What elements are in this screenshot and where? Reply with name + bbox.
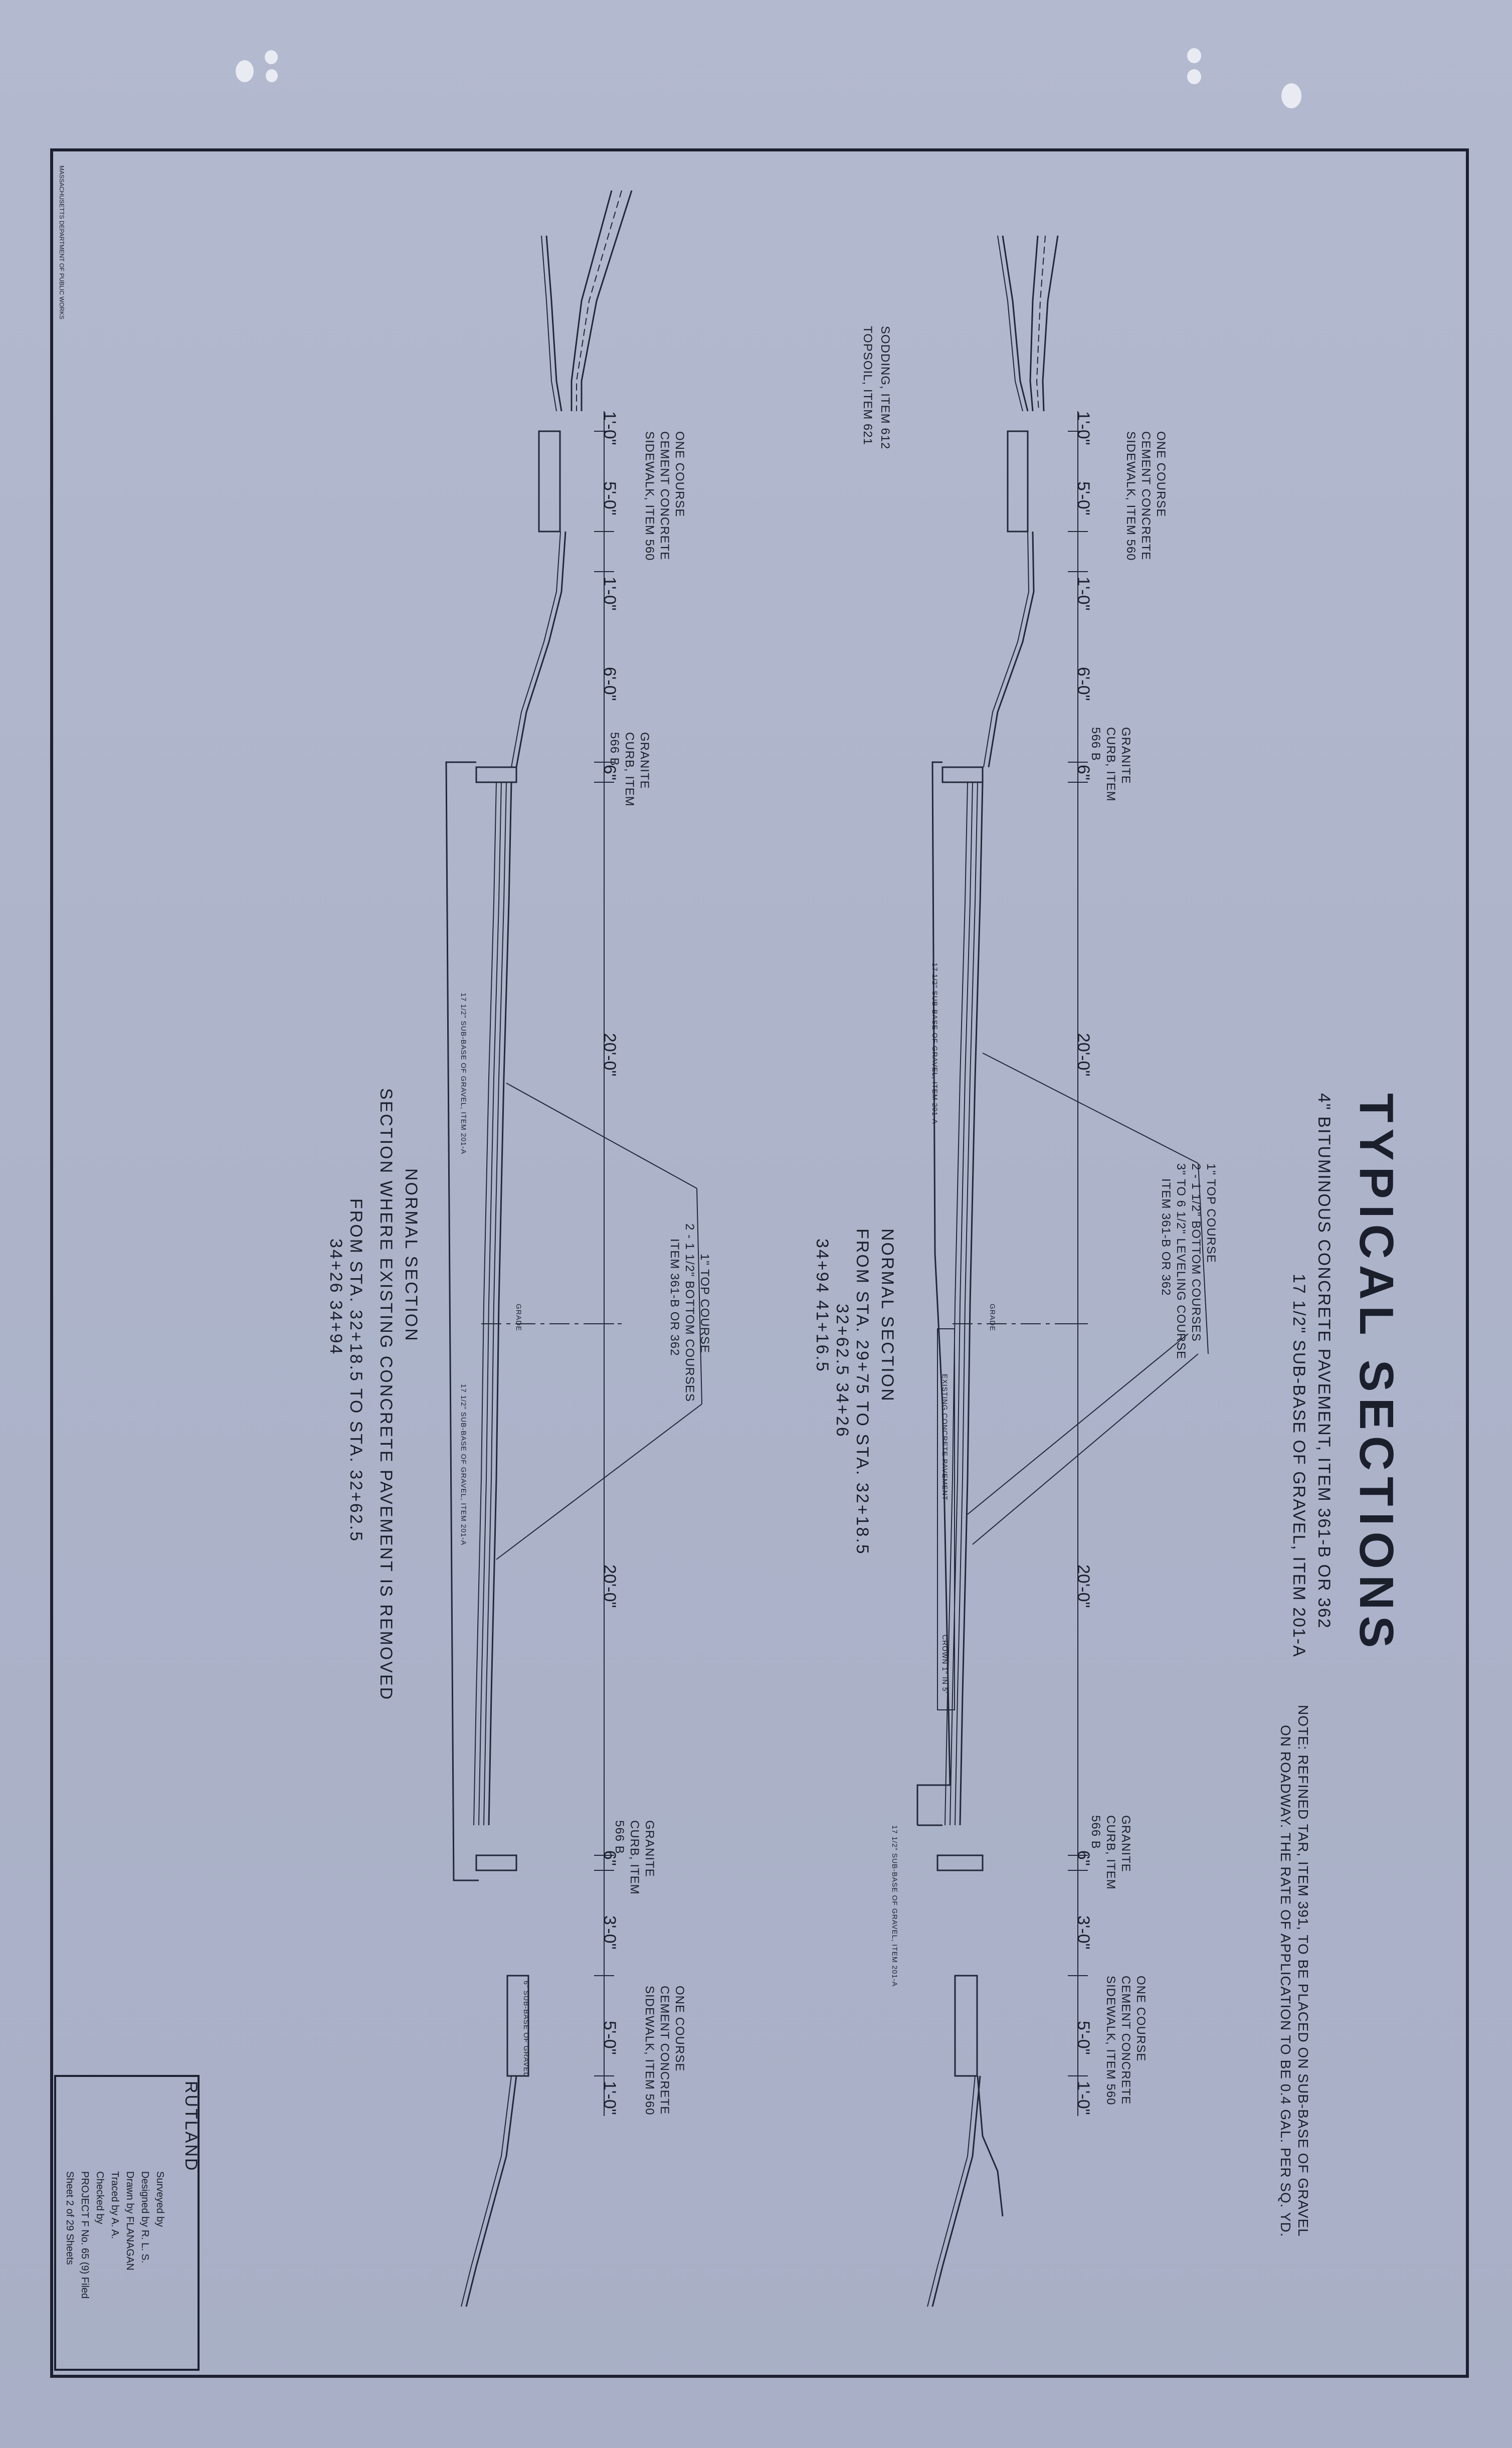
section-b-dim: 5'-0" — [600, 481, 619, 515]
section-a-curb-bottom-label: GRANITE CURB, ITEM 566 B — [1089, 1815, 1132, 1890]
section-b-dim: 5'-0" — [600, 2021, 619, 2055]
section-b-topsoil-label: TOPSOIL, ITEM 621 — [861, 326, 874, 445]
punch-hole — [1187, 69, 1201, 84]
section-b-sidewalk-bottom-label: ONE COURSE CEMENT CONCRETE SIDEWALK, ITE… — [643, 1986, 686, 2116]
section-b-dimension-line — [594, 411, 614, 2116]
title-block-row: Checked by — [94, 2171, 105, 2224]
section-a-dim: 20'-0" — [1074, 1564, 1093, 1608]
drawing-border — [50, 148, 1469, 2378]
section-a-bottom-courses-label: 2 - 1 1/2" BOTTOM COURSES — [1189, 1163, 1203, 1342]
section-a-subbase-right-label: 17 1/2" SUB-BASE OF GRAVEL, ITEM 201-A — [891, 1825, 899, 1987]
section-b-station-1: FROM STA. 32+18.5 TO STA. 32+62.5 — [346, 1198, 365, 1543]
section-a-dim: 6" — [1074, 1850, 1093, 1866]
section-a-surface — [916, 235, 1209, 2307]
section-a-station-1: FROM STA. 29+75 TO STA. 32+18.5 — [853, 1229, 872, 1555]
punch-hole — [1187, 48, 1201, 63]
section-b-items-label: ITEM 361-B OR 362 — [668, 1239, 681, 1356]
section-b-heading: NORMAL SECTION — [402, 1168, 421, 1342]
drawing-subtitle-1: 4" BITUMINOUS CONCRETE PAVEMENT, ITEM 36… — [1314, 1093, 1334, 1629]
section-b-grade-label: GRADE — [515, 1304, 523, 1331]
section-b-dim: 6" — [600, 765, 619, 780]
section-a-subbase-left-label: 17 1/2" SUB-BASE OF GRAVEL, ITEM 201-A — [931, 963, 939, 1125]
section-a-heading: NORMAL SECTION — [878, 1229, 897, 1403]
section-a-dim: 1'-0" — [1074, 411, 1093, 445]
section-a-sidewalk-bottom-label: ONE COURSE CEMENT CONCRETE SIDEWALK, ITE… — [1104, 1976, 1148, 2106]
section-a-dim: 20'-0" — [1074, 1033, 1093, 1077]
section-a-existing-label: EXISTING CONCRETE PAVEMENT — [941, 1374, 949, 1501]
section-a-station-3: 34+94 41+16.5 — [813, 1239, 832, 1373]
section-a-station-2: 32+62.5 34+26 — [833, 1304, 852, 1438]
section-a-leveling-label: 3" TO 6 1/2" LEVELING COURSE — [1174, 1163, 1188, 1359]
section-a-curb-top-label: GRANITE CURB, ITEM 566 B — [1089, 727, 1132, 802]
title-block-row: Drawn by FLANAGAN — [124, 2171, 135, 2270]
section-a-dimension-line — [1068, 411, 1088, 2116]
section-b-surface — [445, 190, 702, 2307]
section-b-dim: 1'-0" — [600, 577, 619, 611]
punch-hole — [1281, 83, 1301, 108]
section-b-station-2: 34+26 34+94 — [326, 1239, 345, 1356]
title-block-row: Designed by R. L. S. — [139, 2171, 150, 2263]
drawing-note-2: ON ROADWAY. THE RATE OF APPLICATION TO B… — [1278, 1725, 1293, 2237]
section-b-sidewalk-top-label: ONE COURSE CEMENT CONCRETE SIDEWALK, ITE… — [643, 431, 686, 561]
title-block-town: RUTLAND — [181, 2081, 201, 2172]
section-a-dim: 6" — [1074, 765, 1093, 780]
title-block-row: Surveyed by — [154, 2171, 165, 2227]
section-b-gravel-walk-label: 6" SUB-BASE OF GRAVEL — [522, 1981, 530, 2077]
section-a-crown-label: CROWN 1" IN 5' — [941, 1635, 949, 1694]
section-b-dim: 1'-0" — [600, 411, 619, 445]
section-b-subbase-right-label: 17 1/2" SUB-BASE OF GRAVEL, ITEM 201-A — [460, 1384, 468, 1546]
section-b-top-course-label: 1" TOP COURSE — [698, 1254, 711, 1353]
section-b-dim: 3'-0" — [600, 1915, 619, 1950]
punch-hole — [266, 69, 278, 82]
section-b-heading-2: SECTION WHERE EXISTING CONCRETE PAVEMENT… — [376, 1088, 396, 1701]
title-block — [54, 2075, 200, 2371]
title-block-row: Sheet 2 of 29 Sheets — [64, 2171, 75, 2265]
section-b-subbase-left-label: 17 1/2" SUB-BASE OF GRAVEL, ITEM 201-A — [460, 993, 468, 1155]
title-block-row: Traced by A. A. — [109, 2171, 120, 2239]
section-b-bottom-courses-label: 2 - 1 1/2" BOTTOM COURSES — [683, 1223, 696, 1402]
section-b-sodding-label: SODDING, ITEM 612 — [878, 326, 892, 450]
section-a-dim: 1'-0" — [1074, 577, 1093, 611]
section-a-sidewalk-top-label: ONE COURSE CEMENT CONCRETE SIDEWALK, ITE… — [1124, 431, 1168, 561]
section-a-grade-label: GRADE — [989, 1304, 997, 1331]
section-b-dim: 6'-0" — [600, 667, 619, 701]
section-b-dim: 6" — [600, 1850, 619, 1866]
section-a-dim: 1'-0" — [1074, 2081, 1093, 2115]
section-a-dim: 5'-0" — [1074, 481, 1093, 515]
section-a-top-course-label: 1" TOP COURSE — [1204, 1163, 1218, 1263]
drawing-subtitle-2: 17 1/2" SUB-BASE OF GRAVEL, ITEM 201-A — [1289, 1274, 1308, 1658]
title-block-row: PROJECT F No. 65 (9) Filed — [79, 2171, 90, 2299]
punch-hole — [265, 50, 278, 64]
drawing-note-1: NOTE: REFINED TAR, ITEM 391, TO BE PLACE… — [1295, 1705, 1311, 2237]
section-a-items-label: ITEM 361-B OR 362 — [1159, 1178, 1173, 1296]
section-a-dim: 3'-0" — [1074, 1915, 1093, 1950]
section-b-dim: 20'-0" — [600, 1033, 619, 1077]
drawing-title: TYPICAL SECTIONS — [1350, 1093, 1403, 1654]
section-b-dim: 20'-0" — [600, 1564, 619, 1608]
section-b-dim: 1'-0" — [600, 2081, 619, 2115]
punch-hole — [236, 60, 254, 82]
section-a-dim: 6'-0" — [1074, 667, 1093, 701]
section-a-dim: 5'-0" — [1074, 2021, 1093, 2055]
